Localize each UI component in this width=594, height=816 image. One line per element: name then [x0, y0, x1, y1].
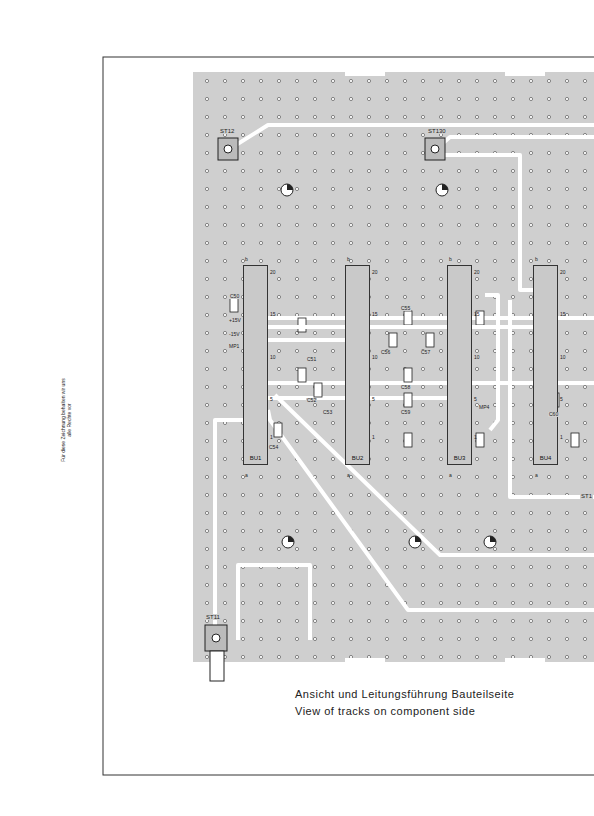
terminal-label: ST130 [427, 128, 447, 134]
capacitor-pad [230, 298, 238, 312]
connector-strip: BU2 [345, 265, 370, 465]
capacitor-pad [298, 368, 306, 382]
connector-name: BU3 [448, 455, 471, 461]
pin-number: 10 [372, 355, 378, 360]
part-label: C55 [400, 306, 411, 311]
notch [345, 70, 385, 76]
connector-name: BU1 [244, 455, 267, 461]
capacitors [230, 298, 579, 447]
connector-name: BU2 [346, 455, 369, 461]
capacitor-pad [404, 368, 412, 382]
signal-label: MP4 [478, 405, 490, 410]
part-label: C54 [268, 445, 279, 450]
notch [505, 658, 545, 664]
hole-grid [193, 72, 594, 662]
part-label: C51 [306, 357, 317, 362]
pin-number: b [535, 257, 538, 262]
frame [103, 57, 594, 775]
pin-number: 10 [270, 355, 276, 360]
track [370, 325, 447, 329]
connector-strip: BU4 [533, 265, 558, 465]
pin-number: 1 [474, 435, 477, 440]
pin-number: b [347, 257, 350, 262]
rights-note: Für diese Zeichnung behalten wir uns all… [60, 375, 72, 465]
capacitor-pad [426, 333, 434, 347]
caption: Ansicht und Leitungsführung Bauteilseite [295, 688, 514, 700]
pin-number: 15 [560, 312, 566, 317]
pin-number: 1 [560, 435, 563, 440]
pin-number: 20 [474, 270, 480, 275]
tracks [215, 125, 594, 640]
signal-label: -15V [228, 332, 241, 337]
mounting-holes [281, 184, 496, 548]
track [472, 325, 533, 329]
part-label: C53 [322, 410, 333, 415]
capacitor-pad [404, 311, 412, 325]
capacitor-pad [389, 333, 397, 347]
notch [345, 658, 385, 664]
pin-number: 15 [270, 312, 276, 317]
pin-number: 20 [560, 270, 566, 275]
connector-strip: BU1 [243, 265, 268, 465]
pin-number: b [449, 257, 452, 262]
signal-label: MP1 [228, 344, 240, 349]
capacitor-pad [476, 433, 484, 447]
terminal-label: ST11 [205, 614, 221, 620]
pin-number: 5 [560, 397, 563, 402]
notch [505, 70, 545, 76]
part-label: C52 [306, 398, 317, 403]
pin-number: 20 [270, 270, 276, 275]
pin-number: a [449, 473, 452, 478]
caption-english: View of tracks on component side [295, 705, 475, 717]
capacitor-pad [571, 433, 579, 447]
capacitor-pad [314, 383, 322, 397]
pin-number: a [535, 473, 538, 478]
terminal-label: ST12 [219, 128, 235, 134]
pin-number: 1 [270, 435, 273, 440]
board [193, 72, 594, 662]
part-label: C58 [400, 385, 411, 390]
part-label: C57 [420, 350, 431, 355]
pin-number: 5 [474, 397, 477, 402]
terminal-label: ST1 [580, 493, 593, 499]
pin-number: 10 [474, 355, 480, 360]
part-label: C56 [380, 350, 391, 355]
part-label: C50 [229, 294, 240, 299]
pin-number: 1 [372, 435, 375, 440]
capacitor-pad [404, 393, 412, 407]
pin-number: 10 [560, 355, 566, 360]
connector-strip: BU3 [447, 265, 472, 465]
signal-label: +15V [228, 318, 242, 323]
pin-number: a [245, 473, 248, 478]
capacitor-pad [404, 433, 412, 447]
part-label: C60 [548, 412, 559, 417]
pin-number: 15 [474, 312, 480, 317]
pin-number: b [245, 257, 248, 262]
track [268, 325, 345, 329]
pin-number: 5 [372, 397, 375, 402]
capacitor-pad [274, 423, 282, 437]
terminals [205, 138, 445, 681]
pin-number: a [347, 473, 350, 478]
pin-number: 20 [372, 270, 378, 275]
connector-name: BU4 [534, 455, 557, 461]
pin-number: 15 [372, 312, 378, 317]
pin-number: 5 [270, 397, 273, 402]
part-label: C59 [400, 410, 411, 415]
